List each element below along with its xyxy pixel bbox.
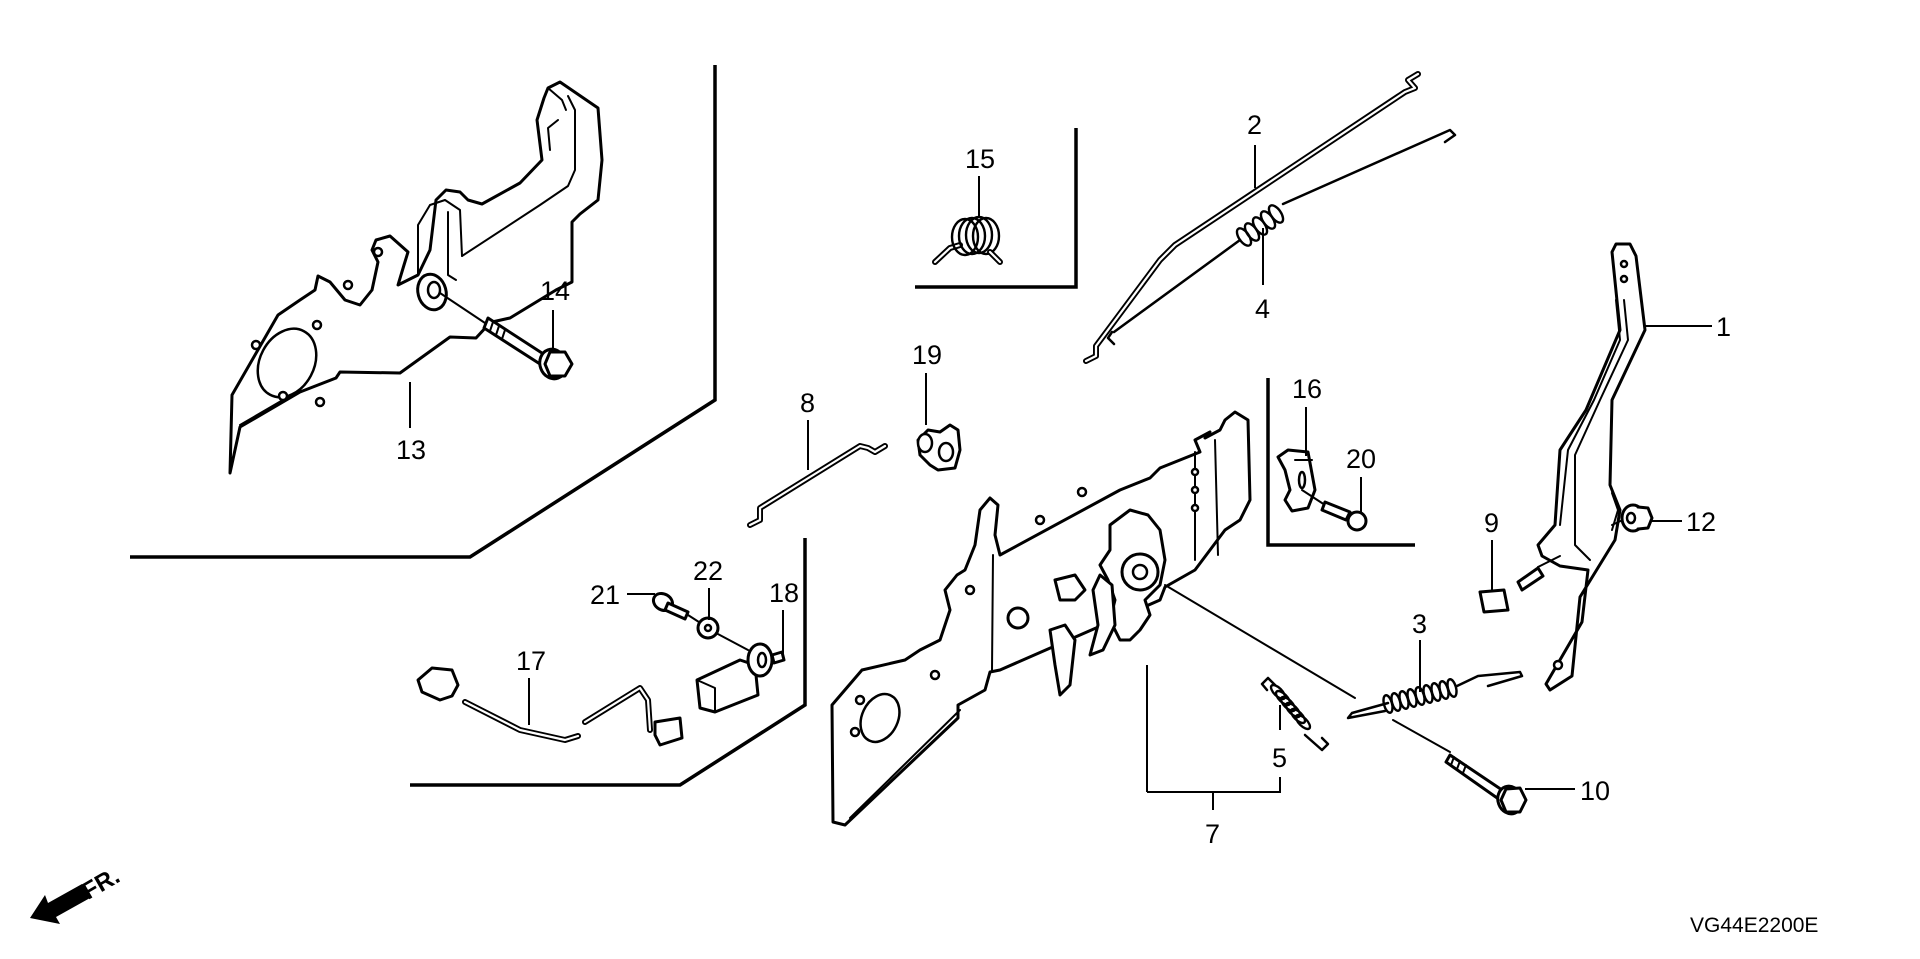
group-frame-heat-shield xyxy=(130,65,717,559)
part-10-flange-bolt[interactable] xyxy=(1392,719,1528,817)
part-22-washer[interactable] xyxy=(696,616,749,651)
front-direction-marker: FR. xyxy=(30,862,124,924)
leader-lines xyxy=(409,145,1712,810)
part-5-governor-spring[interactable] xyxy=(1260,676,1330,752)
callout-19[interactable]: 19 xyxy=(912,340,942,370)
part-3-return-spring[interactable] xyxy=(1164,584,1524,720)
callout-18[interactable]: 18 xyxy=(769,578,799,608)
callout-21[interactable]: 21 xyxy=(590,580,620,610)
spring-coil xyxy=(1235,204,1285,247)
group-frame-stop-switch xyxy=(410,538,807,787)
part-8-link-rod[interactable] xyxy=(747,443,888,528)
part-4-spring-rod[interactable] xyxy=(1106,128,1457,346)
spring-coil xyxy=(1382,678,1458,714)
part-18-stop-switch[interactable] xyxy=(695,642,786,714)
callout-3[interactable]: 3 xyxy=(1412,609,1427,639)
callout-4[interactable]: 4 xyxy=(1255,294,1270,324)
callout-5[interactable]: 5 xyxy=(1272,743,1287,773)
callout-16[interactable]: 16 xyxy=(1292,374,1322,404)
callout-1[interactable]: 1 xyxy=(1716,312,1731,342)
callout-10[interactable]: 10 xyxy=(1580,776,1610,806)
part-20-screw[interactable] xyxy=(1301,489,1368,532)
part-1-control-lever[interactable] xyxy=(1536,242,1647,692)
part-16-cable-clamp[interactable] xyxy=(1276,448,1317,513)
front-direction-arrow-icon xyxy=(30,884,90,924)
callout-labels: 1 2 3 4 5 7 8 9 10 12 13 14 15 16 17 18 … xyxy=(396,110,1731,849)
callout-9[interactable]: 9 xyxy=(1484,508,1499,538)
leader-5-lower xyxy=(1147,777,1281,793)
callout-8[interactable]: 8 xyxy=(800,388,815,418)
part-7-control-base-assembly[interactable] xyxy=(830,410,1252,827)
callout-22[interactable]: 22 xyxy=(693,556,723,586)
callout-7[interactable]: 7 xyxy=(1205,819,1220,849)
callout-20[interactable]: 20 xyxy=(1346,444,1376,474)
group-frame-cable-clamp xyxy=(1266,378,1415,547)
part-17-stop-wire[interactable] xyxy=(416,666,684,747)
group-frame-torsion-spring xyxy=(915,128,1078,289)
callout-15[interactable]: 15 xyxy=(965,144,995,174)
part-9-square-bolt[interactable] xyxy=(1478,555,1561,614)
callout-2[interactable]: 2 xyxy=(1247,110,1262,140)
part-12-flange-nut[interactable] xyxy=(1611,503,1654,533)
callout-12[interactable]: 12 xyxy=(1686,507,1716,537)
diagram-code: VG44E2200E xyxy=(1690,914,1818,937)
part-19-wire-clip[interactable] xyxy=(916,423,962,472)
callout-13[interactable]: 13 xyxy=(396,435,426,465)
part-2-governor-rod[interactable] xyxy=(1083,71,1421,364)
callout-14[interactable]: 14 xyxy=(540,276,570,306)
part-15-torsion-spring[interactable] xyxy=(932,215,1003,265)
callout-17[interactable]: 17 xyxy=(516,646,546,676)
part-14-flange-bolt[interactable] xyxy=(439,292,574,383)
part-21-screw[interactable] xyxy=(650,590,703,625)
spring-coil xyxy=(1269,683,1312,731)
